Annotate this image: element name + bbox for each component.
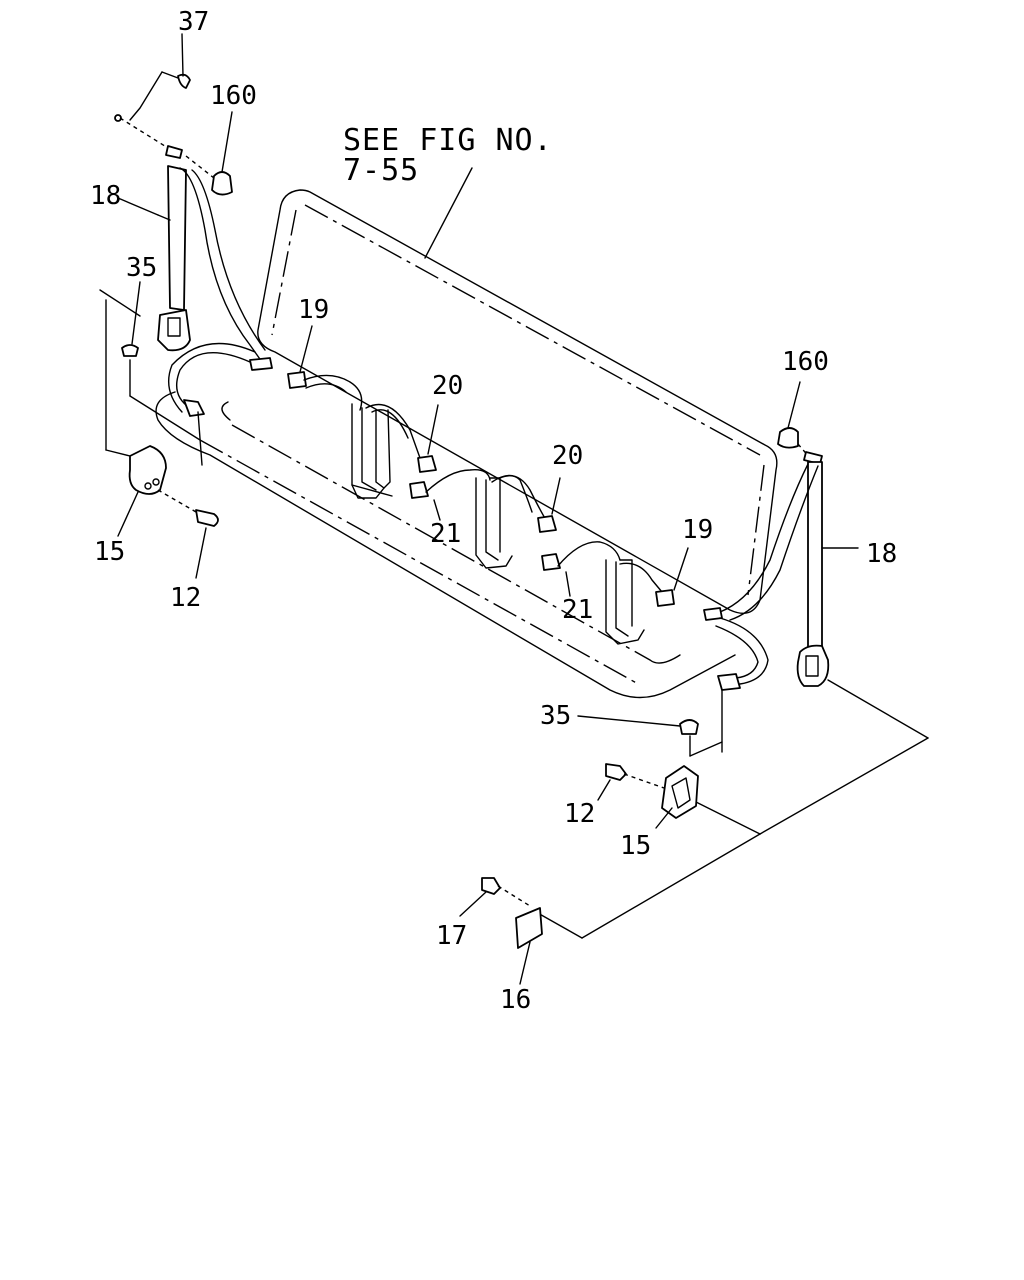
callout-17: 17	[436, 921, 467, 951]
callout-21-right: 21	[562, 595, 593, 625]
callout-18-right: 18	[866, 539, 897, 569]
see-fig-line2: 7-55	[343, 153, 419, 188]
cap-37-part	[177, 73, 191, 89]
callout-35-left: 35	[126, 253, 157, 283]
bolt-17-part	[481, 877, 501, 895]
anchor-plate-15-right	[661, 765, 699, 819]
center-belt-group	[287, 325, 689, 645]
bench-seat	[155, 189, 778, 699]
callout-12-left: 12	[170, 583, 201, 613]
callout-160-right: 160	[782, 347, 829, 377]
callout-35-right: 35	[540, 701, 571, 731]
clip-35-right-part	[679, 719, 699, 735]
bolt-12-left-part	[195, 509, 219, 527]
clip-35-left-part	[121, 344, 139, 357]
see-fig-line1: SEE FIG NO.	[343, 123, 553, 158]
see-fig-leader	[424, 167, 473, 259]
callout-15-left: 15	[94, 537, 125, 567]
cover-160-part	[211, 171, 233, 196]
callout-16: 16	[500, 985, 531, 1015]
left-retractor	[167, 165, 187, 311]
callout-15-right: 15	[620, 831, 651, 861]
callout-19-right: 19	[682, 515, 713, 545]
buckle-21-right	[541, 553, 561, 571]
callout-37: 37	[178, 7, 209, 37]
callout-12-right: 12	[564, 799, 595, 829]
left-lower-anchor-group	[99, 281, 219, 579]
callout-20-left: 20	[432, 371, 463, 401]
tongue-19-right	[655, 589, 675, 607]
cover-160-right-part	[777, 427, 799, 449]
callout-20-right: 20	[552, 441, 583, 471]
buckle-20-right	[537, 515, 557, 533]
callout-21-left: 21	[430, 519, 461, 549]
plate-16-part	[515, 907, 543, 949]
left-upper-anchor-group	[114, 33, 273, 371]
right-retractor	[807, 461, 823, 649]
buckle-21-left	[409, 481, 429, 499]
callout-18-left: 18	[90, 181, 121, 211]
buckle-20-left	[417, 455, 437, 473]
bolt-12-right-part	[605, 763, 627, 781]
callout-19-left: 19	[298, 295, 329, 325]
right-anchor-group	[459, 381, 929, 985]
anchor-plate-15-left	[128, 445, 167, 495]
callout-160-left: 160	[210, 81, 257, 111]
tongue-19-left	[287, 371, 307, 389]
